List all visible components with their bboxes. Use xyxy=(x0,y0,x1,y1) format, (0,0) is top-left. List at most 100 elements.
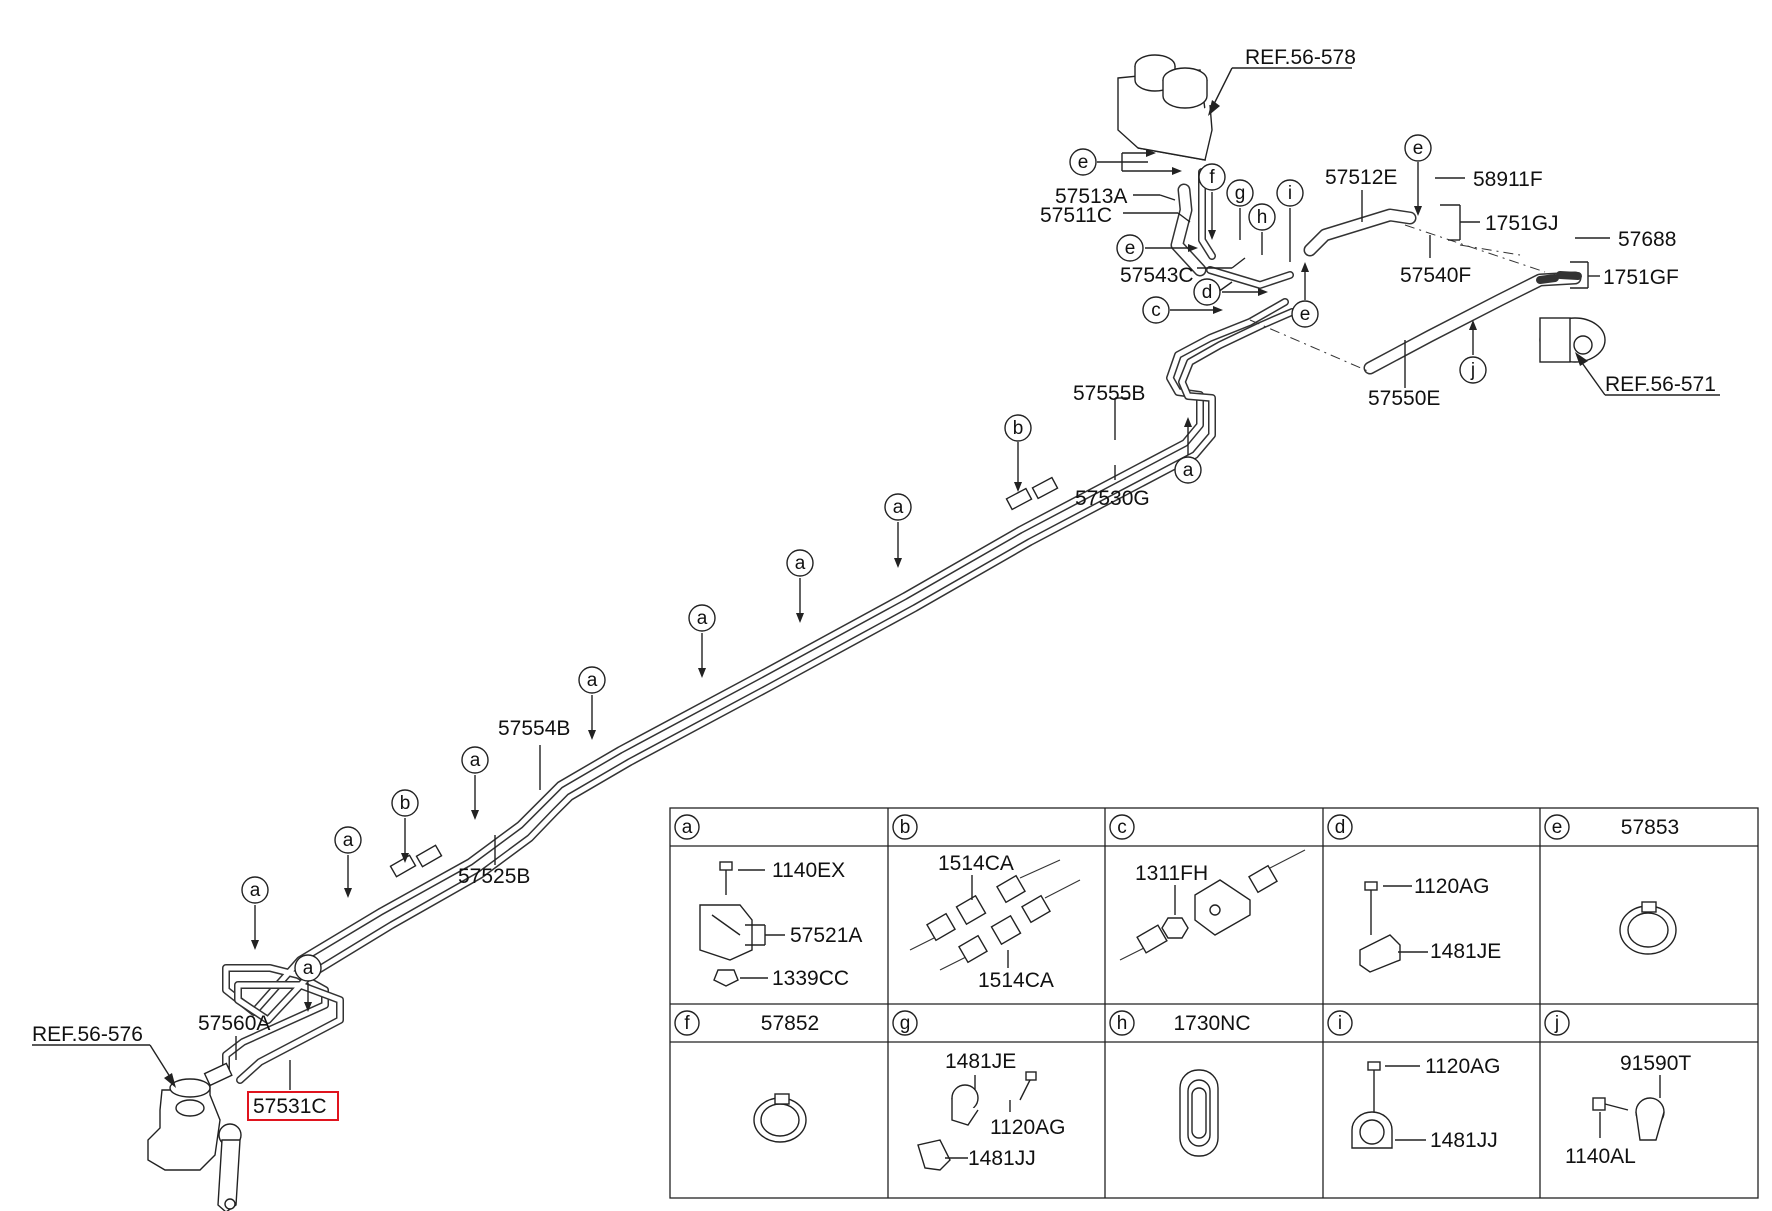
svg-text:a: a xyxy=(343,830,354,851)
callout-c[interactable]: c xyxy=(1142,296,1170,324)
svg-text:b: b xyxy=(900,817,911,838)
callout-a-right[interactable]: a xyxy=(1174,456,1202,484)
part-57543C[interactable]: 57543C xyxy=(1120,264,1194,287)
legend-a-label-3[interactable]: 1339CC xyxy=(772,967,849,990)
legend-cell-f-drawing xyxy=(753,1093,807,1143)
legend-cell-e-drawing xyxy=(1619,901,1677,955)
reference-labels: REF.56-578 REF.56-571 REF.56-576 xyxy=(32,46,1716,1046)
svg-text:j: j xyxy=(1554,1013,1559,1034)
legend-a-label-1[interactable]: 1140EX xyxy=(772,859,845,882)
legend-a-label-2[interactable]: 57521A xyxy=(790,924,862,947)
svg-text:a: a xyxy=(1183,460,1194,481)
callout-e-mid[interactable]: e xyxy=(1116,234,1144,262)
callout-a-8[interactable]: a xyxy=(294,954,322,982)
callout-f[interactable]: f xyxy=(1198,163,1226,191)
ref-gear-box-label[interactable]: REF.56-576 xyxy=(32,1023,143,1046)
leader-lines xyxy=(32,67,1720,1090)
callout-j[interactable]: j xyxy=(1459,356,1487,384)
part-1751GF[interactable]: 1751GF xyxy=(1603,266,1679,289)
legend-j-label-1[interactable]: 91590T xyxy=(1620,1052,1691,1075)
legend-j-label-2[interactable]: 1140AL xyxy=(1565,1145,1636,1168)
svg-text:i: i xyxy=(1288,183,1292,204)
legend-g-label-2[interactable]: 1120AG xyxy=(990,1116,1066,1139)
svg-text:j: j xyxy=(1470,360,1475,381)
part-58911F[interactable]: 58911F xyxy=(1473,168,1543,191)
legend-b-label-1[interactable]: 1514CA xyxy=(938,852,1014,875)
part-57550E[interactable]: 57550E xyxy=(1368,387,1440,410)
part-57688[interactable]: 57688 xyxy=(1618,228,1676,251)
svg-text:a: a xyxy=(682,817,693,838)
legend-c-label-1[interactable]: 1311FH xyxy=(1135,862,1208,885)
callout-a-2[interactable]: a xyxy=(786,549,814,577)
svg-text:h: h xyxy=(1117,1013,1128,1034)
svg-text:e: e xyxy=(1552,817,1563,838)
callout-i[interactable]: i xyxy=(1276,179,1304,207)
svg-text:g: g xyxy=(1235,183,1246,204)
legend-header-f: f xyxy=(674,1010,700,1036)
callout-e-right-top[interactable]: e xyxy=(1404,134,1432,162)
legend-d-label-1[interactable]: 1120AG xyxy=(1414,875,1490,898)
callout-d[interactable]: d xyxy=(1193,278,1221,306)
power-steering-pump xyxy=(1539,317,1606,363)
part-57560A[interactable]: 57560A xyxy=(198,1012,270,1035)
callout-e-top[interactable]: e xyxy=(1069,148,1097,176)
legend-title-e: 57853 xyxy=(1621,816,1679,839)
callout-h[interactable]: h xyxy=(1248,203,1276,231)
part-57555B[interactable]: 57555B xyxy=(1073,382,1145,405)
legend-cell-b-drawing xyxy=(909,859,1081,971)
svg-text:a: a xyxy=(303,958,314,979)
callout-a-1[interactable]: a xyxy=(884,493,912,521)
svg-text:c: c xyxy=(1151,300,1161,321)
callout-a-4[interactable]: a xyxy=(578,666,606,694)
svg-text:e: e xyxy=(1078,152,1089,173)
legend-header-d: d xyxy=(1327,814,1353,840)
pressure-return-pipes xyxy=(203,298,1296,1087)
callout-a-6[interactable]: a xyxy=(334,826,362,854)
callout-b-lower[interactable]: b xyxy=(391,789,419,817)
callout-a-7[interactable]: a xyxy=(241,876,269,904)
legend-header-g: g xyxy=(892,1010,918,1036)
part-57531C[interactable]: 57531C xyxy=(253,1095,327,1118)
callout-g[interactable]: g xyxy=(1226,179,1254,207)
part-1751GJ[interactable]: 1751GJ xyxy=(1485,212,1559,235)
svg-text:e: e xyxy=(1413,138,1424,159)
legend-title-f: 57852 xyxy=(761,1012,819,1035)
part-57530G[interactable]: 57530G xyxy=(1075,487,1150,510)
callout-circles: e f g h i e d c e e j a b a a a a a b a … xyxy=(241,134,1487,982)
legend-g-label-3[interactable]: 1481JJ xyxy=(968,1147,1036,1170)
part-57513A[interactable]: 57513A xyxy=(1055,185,1127,208)
svg-text:d: d xyxy=(1202,282,1213,303)
legend-d-label-2[interactable]: 1481JE xyxy=(1430,940,1501,963)
svg-text:a: a xyxy=(250,880,261,901)
legend-header-a: a xyxy=(674,814,700,840)
legend-i-label-2[interactable]: 1481JJ xyxy=(1430,1129,1498,1152)
legend-cell-j-drawing xyxy=(1592,1075,1665,1141)
callout-a-3[interactable]: a xyxy=(688,604,716,632)
legend-cell-c-drawing xyxy=(1119,849,1306,961)
svg-text:b: b xyxy=(1013,418,1024,439)
part-57554B[interactable]: 57554B xyxy=(498,717,570,740)
legend-cell-d-drawing xyxy=(1359,881,1428,973)
legend-i-label-1[interactable]: 1120AG xyxy=(1425,1055,1501,1078)
legend-g-label-1[interactable]: 1481JE xyxy=(945,1050,1016,1073)
ref-reservoir-label[interactable]: REF.56-578 xyxy=(1245,46,1356,69)
callout-a-5[interactable]: a xyxy=(461,746,489,774)
svg-text:f: f xyxy=(684,1013,690,1034)
part-57525B[interactable]: 57525B xyxy=(458,865,530,888)
ref-pump-label[interactable]: REF.56-571 xyxy=(1605,373,1716,396)
svg-text:c: c xyxy=(1117,817,1127,838)
callout-b-upper[interactable]: b xyxy=(1004,414,1032,442)
callout-e-right-low[interactable]: e xyxy=(1291,300,1319,328)
part-57511C[interactable]: 57511C xyxy=(1040,204,1112,227)
part-57512E[interactable]: 57512E xyxy=(1325,166,1397,189)
reservoir-hoses xyxy=(1170,168,1582,375)
legend-header-c: c xyxy=(1109,814,1135,840)
legend-table: a b c d e 57853 f 57852 g h 1730NC i j 1… xyxy=(669,807,1759,1199)
part-57540F[interactable]: 57540F xyxy=(1400,264,1471,287)
highlight-box xyxy=(247,1091,339,1121)
svg-text:b: b xyxy=(400,793,411,814)
legend-b-label-2[interactable]: 1514CA xyxy=(978,969,1054,992)
svg-text:e: e xyxy=(1125,238,1136,259)
svg-text:g: g xyxy=(900,1013,911,1034)
